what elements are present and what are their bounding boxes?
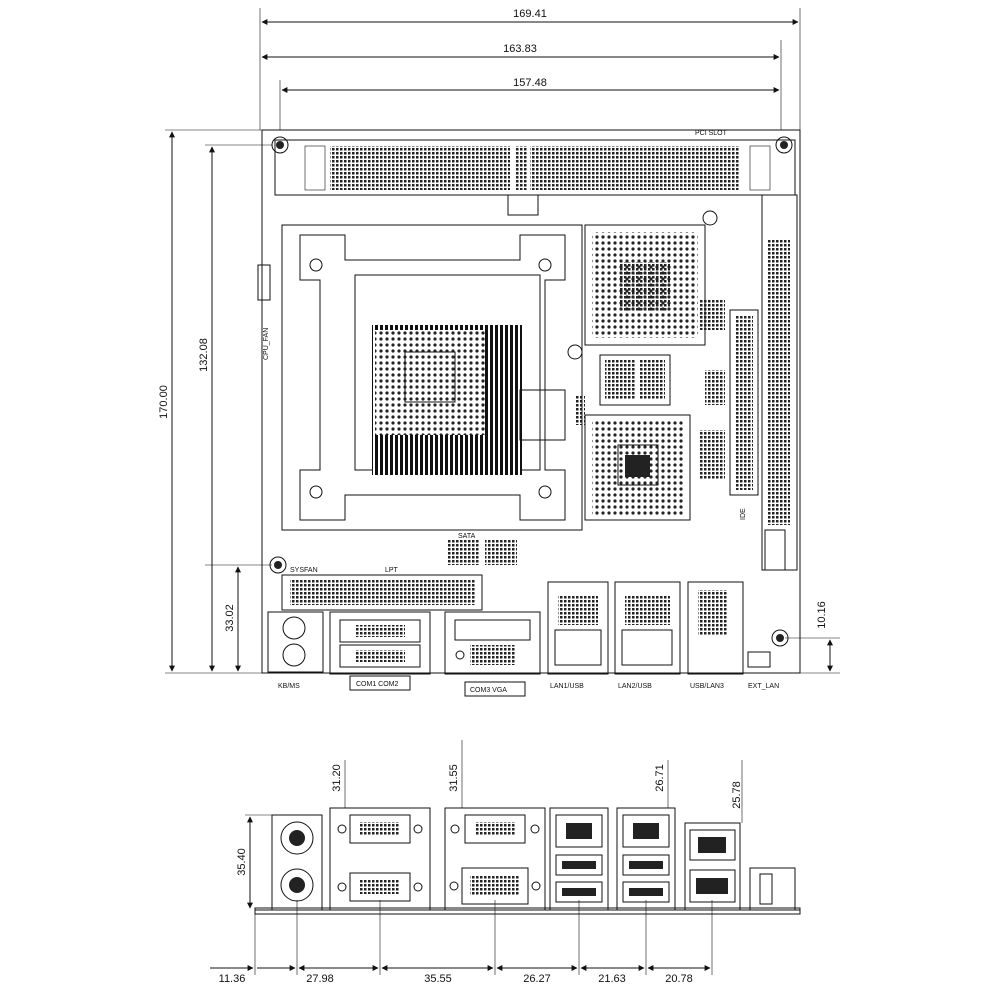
dim-35-40: 35.40: [236, 848, 248, 876]
label-com3-vga: COM3 VGA: [470, 687, 507, 694]
front-com12: [329, 807, 431, 911]
dimension-left-overall: 170.00: [158, 129, 262, 674]
dim-169-41: 169.41: [513, 8, 547, 20]
label-cpu-fan: CPU_FAN: [263, 328, 270, 360]
label-lan2-usb: LAN2/USB: [618, 683, 652, 690]
dim-10-16: 10.16: [816, 601, 828, 629]
front-ps2: [271, 814, 323, 911]
rear-lan1-top: LAN1/USB: [547, 581, 609, 690]
dim-26-71: 26.71: [654, 764, 666, 792]
label-lpt: LPT: [385, 567, 399, 574]
dim-25-78: 25.78: [731, 781, 743, 809]
small-components: [575, 300, 725, 480]
rear-lan2-top: LAN2/USB: [614, 581, 681, 690]
label-com1-com2: COM1 COM2: [356, 681, 399, 688]
front-lan2: [616, 807, 676, 911]
northbridge-chip: [567, 210, 718, 360]
dim-27-98: 27.98: [306, 973, 334, 985]
board-outline: [261, 129, 801, 674]
front-extlan: [749, 867, 796, 911]
rear-com3-vga-top: COM3 VGA: [444, 611, 541, 697]
bottom-dim-chain: 11.36 27.98 35.55 26.27 21.63 20.78: [210, 900, 713, 985]
southbridge-chip: [584, 414, 691, 521]
rear-extlan-top: EXT_LAN: [747, 651, 779, 690]
front-dim-lan2: 26.71: [654, 760, 669, 808]
label-kb-ms: KB/MS: [278, 683, 300, 690]
front-panel-baseline: [254, 907, 801, 915]
dim-26-27: 26.27: [523, 973, 551, 985]
dimension-top-overall: 169.41: [259, 8, 801, 130]
dim-35-55: 35.55: [424, 973, 452, 985]
center-headers: SATA: [448, 533, 517, 565]
dimension-top-inner: 157.48: [279, 77, 780, 130]
dimension-left-lower: 33.02: [224, 566, 241, 672]
label-sysfan: SYSFAN: [290, 567, 318, 574]
front-dim-lan3: 25.78: [731, 760, 743, 823]
front-dim-ps2: 35.40: [236, 814, 272, 909]
front-lan3: [684, 822, 741, 911]
dim-11-36: 11.36: [219, 973, 246, 985]
rear-kbms-top: KB/MS: [267, 611, 324, 690]
label-ext-lan: EXT_LAN: [748, 683, 779, 690]
dim-31-55: 31.55: [448, 764, 460, 792]
dim-33-02: 33.02: [224, 604, 236, 632]
dim-31-20: 31.20: [331, 764, 343, 792]
dim-132-08: 132.08: [198, 338, 210, 372]
label-sata: SATA: [458, 533, 476, 540]
front-dim-com3: 31.55: [448, 740, 463, 808]
right-vertical-slot: IDE: [729, 194, 798, 571]
front-dim-com12: 31.20: [331, 760, 346, 808]
label-lan1-usb: LAN1/USB: [550, 683, 584, 690]
cpu-socket: CPU_FAN: [257, 224, 583, 531]
top-pci-connector: PCI SLOT: [274, 130, 796, 216]
rear-lan3-top: USB/LAN3: [687, 581, 744, 690]
dim-21-63: 21.63: [598, 973, 626, 985]
front-header: SYSFAN LPT: [281, 567, 483, 611]
mounting-holes: [269, 136, 793, 647]
front-lan1: [549, 807, 609, 911]
dim-157-48: 157.48: [513, 77, 547, 89]
dim-170-00: 170.00: [158, 385, 170, 419]
dim-20-78: 20.78: [665, 973, 693, 985]
label-usb-lan3: USB/LAN3: [690, 683, 724, 690]
label-pci-slot: PCI SLOT: [695, 130, 728, 137]
dimension-left-inner: 132.08: [198, 144, 272, 672]
label-ide: IDE: [740, 508, 747, 520]
dimension-right-small: 10.16: [785, 601, 840, 674]
front-com3-vga: [444, 807, 546, 911]
dimension-top-middle: 163.83: [261, 40, 782, 130]
dim-163-83: 163.83: [503, 43, 537, 55]
rear-com12-top: COM1 COM2: [329, 611, 431, 691]
